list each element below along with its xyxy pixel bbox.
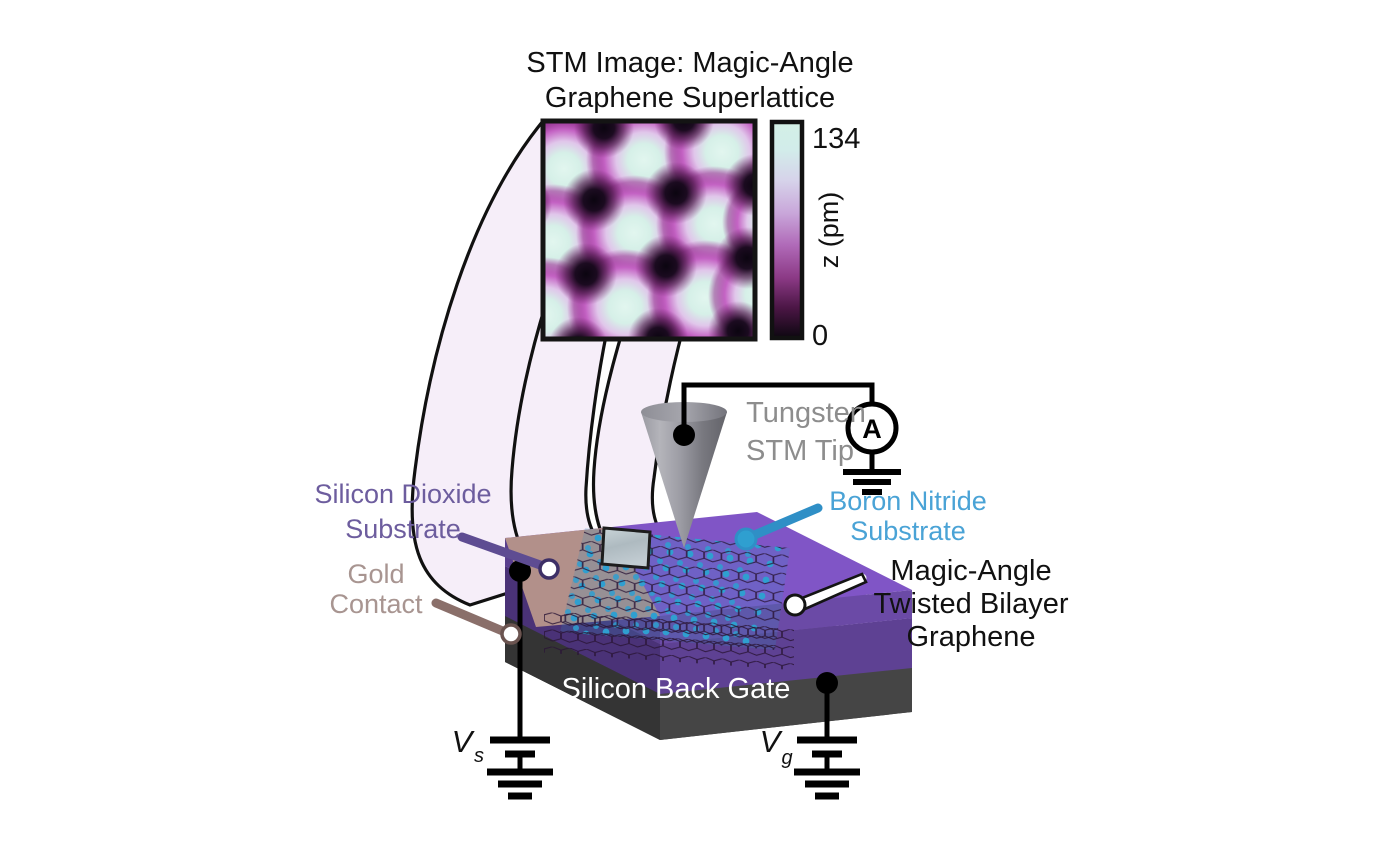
colorbar-min-label: 0 — [812, 320, 828, 352]
leader-silicon-dioxide — [457, 532, 548, 571]
source-battery — [487, 736, 553, 800]
label-graphene-line3: Graphene — [907, 621, 1036, 653]
leader-endpoint-gold-contact — [500, 623, 522, 645]
leader-lines — [431, 503, 868, 645]
label-source-voltage: V — [452, 724, 476, 759]
label-boron-nitride-line2: Substrate — [850, 516, 966, 546]
label-gate-voltage-sub: g — [781, 747, 792, 769]
ammeter-label: A — [862, 414, 882, 444]
back-gate-left-face — [505, 612, 660, 740]
label-graphene-line2: Twisted Bilayer — [873, 588, 1068, 620]
text-labels: STM Image: Magic-Angle Graphene Superlat… — [314, 47, 1068, 769]
wire-tip-to-ammeter — [681, 382, 875, 438]
tip-cone — [641, 412, 727, 548]
leader-endpoint-boron-nitride — [734, 527, 758, 551]
graphene-edge-fringe — [544, 612, 794, 671]
leader-boron-nitride — [747, 503, 823, 541]
label-silicon-dioxide-line2: Substrate — [345, 514, 461, 544]
ammeter: A — [845, 401, 899, 455]
ammeter-ground-symbol — [843, 469, 901, 495]
label-gold-contact-line2: Contact — [329, 589, 423, 619]
stm-image-panel — [540, 118, 758, 342]
wire-junction-dots — [509, 424, 838, 694]
stm-title-line1: STM Image: Magic-Angle — [526, 47, 853, 79]
stm-panel-border — [540, 118, 758, 342]
leader-endpoint-graphene — [783, 593, 807, 617]
stm-dark-spots — [543, 121, 755, 339]
label-tungsten-line2: STM Tip — [746, 435, 854, 467]
source-contact-dot — [509, 560, 531, 582]
gate-battery — [794, 736, 860, 800]
label-silicon-dioxide-line1: Silicon Dioxide — [314, 479, 491, 509]
tip-contact-dot — [673, 424, 695, 446]
colorbar-border — [769, 119, 805, 341]
back-gate-front-face — [660, 664, 912, 740]
label-gold-contact-line1: Gold — [347, 559, 404, 589]
leader-endpoint-silicon-dioxide — [538, 558, 560, 580]
label-back-gate: Silicon Back Gate — [562, 673, 791, 705]
stm-colorbar — [769, 119, 805, 341]
scan-region-marker — [600, 526, 652, 570]
label-graphene-line1: Magic-Angle — [890, 555, 1051, 587]
label-gate-voltage: V — [760, 724, 784, 759]
leader-gold-contact — [431, 598, 510, 637]
colorbar-max-label: 134 — [812, 123, 860, 155]
gate-contact-dot — [816, 672, 838, 694]
label-tungsten-line1: Tungsten — [746, 397, 866, 429]
colorbar-axis-label: z (pm) — [814, 192, 844, 269]
stm-title-line2: Graphene Superlattice — [545, 82, 835, 114]
label-boron-nitride-line1: Boron Nitride — [829, 486, 987, 516]
label-source-voltage-sub: s — [474, 745, 484, 767]
